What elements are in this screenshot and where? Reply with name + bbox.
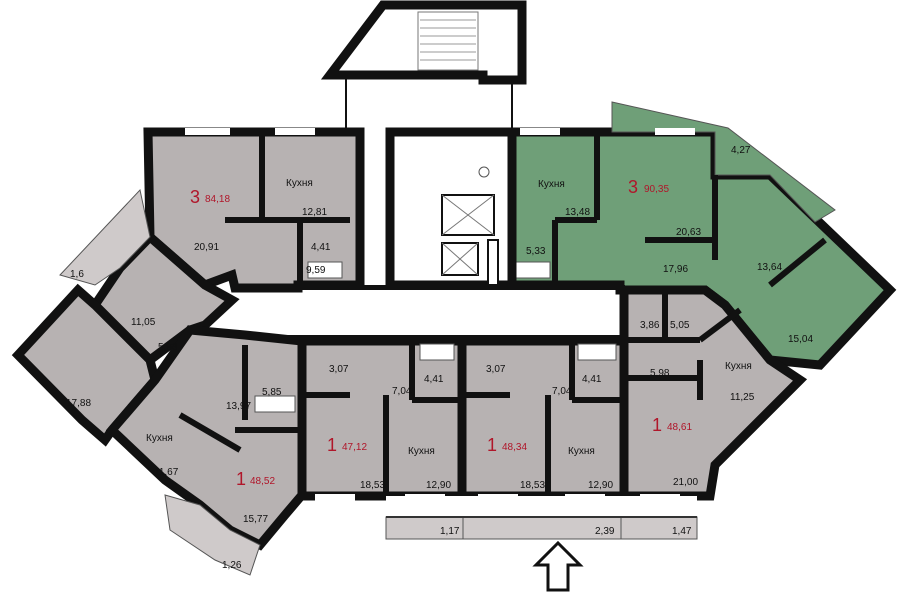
- a5-rooms: 1: [652, 415, 662, 435]
- entrance-arrow-icon: [532, 540, 584, 592]
- area-label: 13,64: [757, 262, 782, 273]
- area-label: 11,05: [131, 317, 156, 328]
- area-label: 11,67: [154, 467, 179, 478]
- a1-rooms: 3: [190, 187, 200, 207]
- a2-rooms: 3: [628, 177, 638, 197]
- area-label: 17,96: [663, 264, 688, 275]
- corridor-wall-top: [240, 285, 625, 290]
- apartment-47-12[interactable]: [297, 336, 467, 501]
- area-label: 4,41: [582, 374, 602, 385]
- area-label: 17,88: [66, 398, 91, 409]
- area-label: 1,26: [222, 560, 242, 571]
- kitchen-label: Кухня: [568, 446, 595, 457]
- area-label: 5,05: [670, 320, 690, 331]
- area-label: 3,86: [640, 320, 660, 331]
- area-label: 9,59: [306, 265, 326, 276]
- a4-area: 48,34: [502, 442, 527, 453]
- central-core: [385, 127, 517, 290]
- area-label: 20,91: [194, 242, 219, 253]
- area-label: 3,07: [329, 364, 349, 375]
- area-label: 13,48: [565, 207, 590, 218]
- area-label: 12,90: [588, 480, 613, 491]
- loggia-area-label: 1,47: [672, 526, 692, 537]
- area-label: 4,41: [424, 374, 444, 385]
- a3-area: 47,12: [342, 442, 367, 453]
- area-label: 21,00: [673, 477, 698, 488]
- stair-tower: [320, 0, 527, 130]
- a1-area: 84,18: [205, 194, 230, 205]
- loggia-area-label: 1,17: [440, 526, 460, 537]
- loggia-area-label: 2,39: [595, 526, 615, 537]
- a3-rooms: 1: [327, 435, 337, 455]
- kitchen-label: Кухня: [146, 433, 173, 444]
- a2-area: 90,35: [644, 184, 669, 195]
- area-label: 5,98: [650, 368, 670, 379]
- area-label: 3,07: [486, 364, 506, 375]
- kitchen-label: Кухня: [538, 179, 565, 190]
- area-label: 12,90: [426, 480, 451, 491]
- area-label: 18,53: [360, 480, 385, 491]
- area-label: 15,77: [243, 514, 268, 525]
- area-label: 5,85: [262, 387, 282, 398]
- area-label: 7,04: [392, 386, 412, 397]
- area-label: 11,25: [730, 392, 755, 403]
- area-label: 7,04: [552, 386, 572, 397]
- area-label: 5,33: [526, 246, 546, 257]
- area-label: 5,93: [158, 342, 178, 353]
- loggias: [385, 496, 698, 540]
- area-label: 12,81: [302, 207, 327, 218]
- area-label: 15,04: [788, 334, 813, 345]
- area-label: 4,27: [731, 145, 751, 156]
- area-label: 20,63: [676, 227, 701, 238]
- a4-rooms: 1: [487, 435, 497, 455]
- area-label: 13,97: [226, 401, 251, 412]
- apartment-48-52[interactable]: [105, 325, 307, 576]
- area-label: 1,6: [70, 269, 84, 280]
- kitchen-label: Кухня: [286, 178, 313, 189]
- kitchen-label: Кухня: [408, 446, 435, 457]
- area-label: 18,53: [520, 480, 545, 491]
- a6-rooms: 1: [236, 469, 246, 489]
- a6-area: 48,52: [250, 476, 275, 487]
- area-label: 4,41: [311, 242, 331, 253]
- a5-area: 48,61: [667, 422, 692, 433]
- kitchen-label: Кухня: [725, 361, 752, 372]
